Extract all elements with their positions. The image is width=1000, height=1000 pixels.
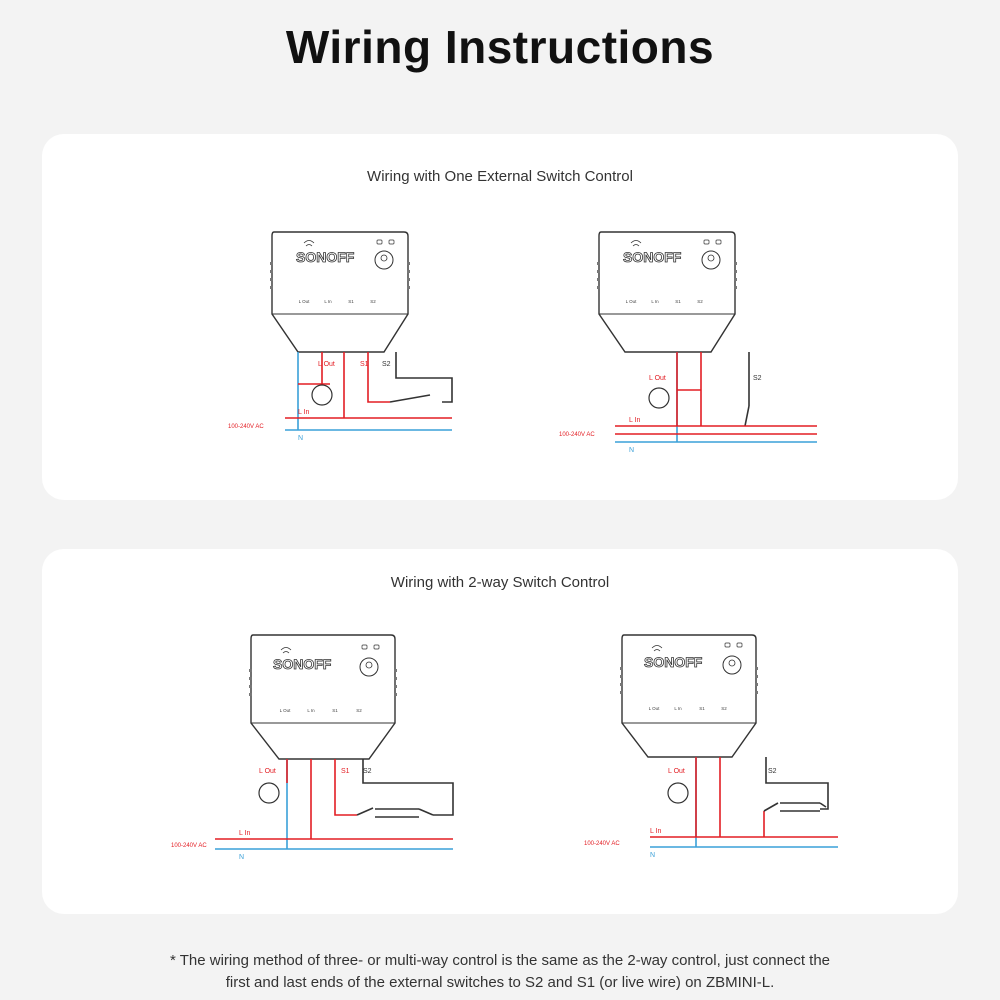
wire-label-n: N bbox=[650, 852, 655, 859]
led-icon bbox=[736, 642, 743, 648]
wire-label-s1: S1 bbox=[341, 768, 350, 775]
supply-label: 100-240V AC bbox=[584, 841, 620, 847]
terminal-label: L Out bbox=[626, 299, 638, 304]
zbmini-device: SONOFF L Out L In S1 S2 bbox=[270, 231, 410, 353]
terminal-label: L In bbox=[324, 299, 332, 304]
footnote-line: first and last ends of the external swit… bbox=[225, 974, 775, 991]
terminal-label: S2 bbox=[356, 708, 362, 713]
led-icon bbox=[715, 239, 722, 245]
terminal-label: S2 bbox=[370, 299, 376, 304]
panel-one-switch: Wiring with One External Switch Control … bbox=[42, 134, 958, 500]
wire-label-s2: S2 bbox=[382, 361, 391, 368]
terminal-label: S1 bbox=[348, 299, 354, 304]
footnote-line: * The wiring method of three- or multi-w… bbox=[169, 952, 831, 969]
pairing-button-icon bbox=[359, 657, 379, 677]
wifi-icon bbox=[630, 240, 642, 247]
wiring-diagram-two-way-a: SONOFF L Out L In S1 S2 L Out bbox=[171, 634, 454, 861]
led-icon bbox=[373, 644, 380, 650]
supply-label: 100-240V AC bbox=[171, 843, 207, 849]
wiring-diagram-two-way-b: SONOFF L Out L In S1 S2 L Out bbox=[584, 634, 838, 859]
terminal-label: S2 bbox=[721, 706, 727, 711]
page-title: Wiring Instructions bbox=[285, 21, 715, 73]
wire-label-n: N bbox=[629, 447, 634, 454]
wire-label-l-out: L Out bbox=[259, 768, 276, 775]
zbmini-device: SONOFF L Out L In S1 S2 bbox=[249, 634, 397, 760]
wire-label-l-in: L In bbox=[650, 828, 662, 835]
wire-label-s2: S2 bbox=[768, 768, 777, 775]
wire-label-n: N bbox=[239, 854, 244, 861]
terminal-label: S2 bbox=[697, 299, 703, 304]
panel-two-way-switch: Wiring with 2-way Switch Control SONOFF … bbox=[42, 549, 958, 914]
wire-label-l-out: L Out bbox=[649, 375, 666, 382]
terminal-label: L In bbox=[674, 706, 682, 711]
wifi-icon bbox=[280, 647, 292, 654]
led-icon bbox=[703, 239, 710, 245]
led-icon bbox=[376, 239, 383, 245]
supply-label: 100-240V AC bbox=[559, 432, 595, 438]
terminal-label: L Out bbox=[299, 299, 311, 304]
led-icon bbox=[388, 239, 395, 245]
wifi-icon bbox=[303, 240, 315, 247]
zbmini-device: SONOFF L Out L In S1 S2 bbox=[620, 634, 758, 758]
wire-label-l-out: L Out bbox=[668, 768, 685, 775]
wire-label-s1: S1 bbox=[360, 361, 369, 368]
pairing-button-icon bbox=[701, 250, 721, 270]
bulb-icon bbox=[311, 384, 333, 406]
led-icon bbox=[361, 644, 368, 650]
wire-label-s2: S2 bbox=[753, 375, 762, 382]
panel-title-one-switch: Wiring with One External Switch Control bbox=[367, 168, 633, 185]
terminal-label: L In bbox=[307, 708, 315, 713]
wiring-diagram-one-switch-b: SONOFF L Out L In S1 S2 L Out S2 L In bbox=[559, 231, 817, 454]
device-logo: SONOFF bbox=[623, 249, 682, 265]
terminal-label: S1 bbox=[332, 708, 338, 713]
device-logo: SONOFF bbox=[644, 654, 703, 670]
wire-label-l-in: L In bbox=[239, 830, 251, 837]
led-icon bbox=[724, 642, 731, 648]
footnote: * The wiring method of three- or multi-w… bbox=[0, 950, 1000, 994]
terminal-label: L In bbox=[651, 299, 659, 304]
wiring-diagram-one-switch-a: SONOFF L Out L In S1 S2 L Out S1 S bbox=[228, 231, 453, 442]
device-logo: SONOFF bbox=[296, 249, 355, 265]
panel-title-two-way-switch: Wiring with 2-way Switch Control bbox=[390, 574, 610, 591]
wire-label-s2: S2 bbox=[363, 768, 372, 775]
terminal-label: L Out bbox=[280, 708, 292, 713]
bulb-icon bbox=[648, 387, 670, 409]
terminal-label: S1 bbox=[699, 706, 705, 711]
wire-label-l-in: L In bbox=[298, 409, 310, 416]
device-logo: SONOFF bbox=[273, 656, 332, 672]
supply-label: 100-240V AC bbox=[228, 424, 264, 430]
terminal-label: L Out bbox=[649, 706, 661, 711]
wire-label-l-out: L Out bbox=[318, 361, 335, 368]
terminal-label: S1 bbox=[675, 299, 681, 304]
zbmini-device: SONOFF L Out L In S1 S2 bbox=[597, 231, 737, 353]
pairing-button-icon bbox=[374, 250, 394, 270]
wifi-icon bbox=[651, 645, 663, 652]
bulb-icon bbox=[667, 782, 689, 804]
wire-label-n: N bbox=[298, 435, 303, 442]
pairing-button-icon bbox=[722, 655, 742, 675]
bulb-icon bbox=[258, 782, 280, 804]
wire-label-l-in: L In bbox=[629, 417, 641, 424]
